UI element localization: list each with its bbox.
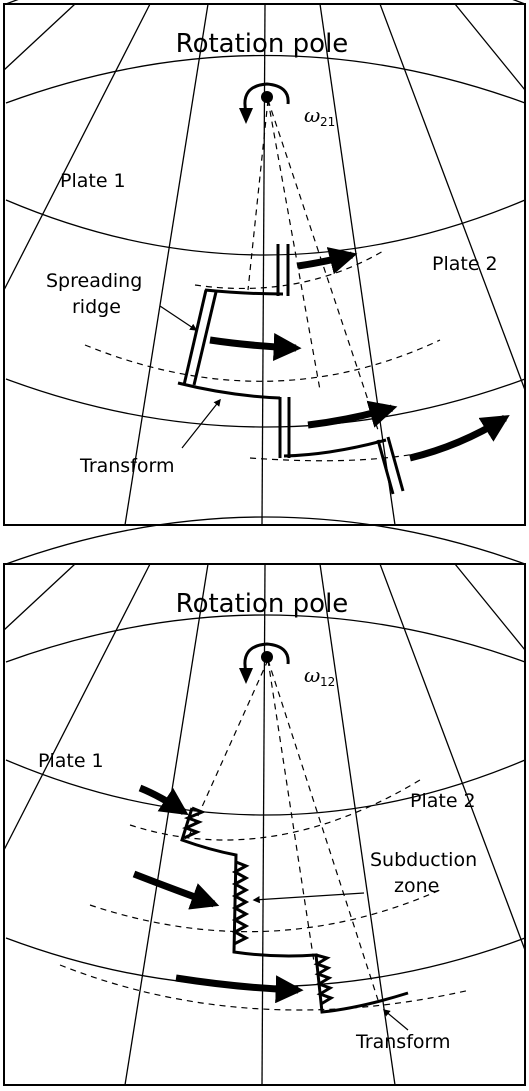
arrow-1 — [297, 247, 358, 275]
transform-pointer — [382, 1009, 409, 1031]
bottom-plate2-label: Plate 2 — [410, 790, 476, 812]
top-spreading-label-2: ridge — [72, 296, 121, 318]
arrow-1 — [138, 784, 189, 816]
top-motion-arrows — [209, 247, 510, 462]
bottom-motion-arrows — [132, 784, 304, 1004]
arrow-2 — [132, 870, 220, 910]
bottom-subduction-label-2: zone — [394, 875, 439, 897]
top-meridians — [3, 3, 526, 526]
top-latitude-lines — [5, 0, 526, 428]
bottom-latitude-lines — [5, 516, 526, 988]
transform-pointer — [181, 398, 221, 449]
bottom-rotation-pole — [239, 642, 290, 684]
bottom-omega-symbol: ω — [304, 663, 320, 687]
top-omega-subscript: 21 — [320, 115, 335, 129]
arrow-2 — [209, 333, 302, 362]
bottom-dashed-lines — [59, 659, 471, 1011]
bottom-plate-boundary — [180, 806, 409, 1014]
rotation-arrow-icon — [239, 668, 253, 684]
top-rotation-pole — [239, 82, 290, 124]
bottom-omega-subscript: 12 — [320, 675, 335, 689]
rotation-arrow-icon — [239, 108, 253, 124]
top-title: Rotation pole — [176, 29, 349, 59]
top-plate-boundary — [177, 244, 405, 495]
bottom-title: Rotation pole — [176, 589, 349, 619]
top-plate1-label: Plate 1 — [60, 170, 126, 192]
subduction-pointer — [252, 892, 365, 904]
bottom-panel: Rotation pole ω 12 Plate 1 Plate 2 Subdu… — [3, 516, 526, 1086]
main-spreading-ridge — [182, 289, 208, 386]
top-spreading-label-1: Spreading — [46, 270, 142, 292]
bottom-transform-label: Transform — [355, 1031, 451, 1053]
top-dashed-lines — [84, 99, 486, 462]
bottom-meridians — [3, 563, 526, 1086]
arrow-3 — [307, 400, 398, 429]
top-panel: Rotation pole ω 21 Plate 1 Plate 2 Sprea… — [3, 0, 526, 526]
boundary-line — [180, 807, 409, 1014]
arrow-3 — [175, 974, 304, 1004]
bottom-plate1-label: Plate 1 — [38, 750, 104, 772]
arrow-4 — [409, 415, 510, 462]
bottom-subduction-label-1: Subduction — [370, 849, 477, 871]
spreading-pointer — [159, 305, 198, 331]
top-plate2-label: Plate 2 — [432, 253, 498, 275]
top-omega-symbol: ω — [304, 103, 320, 127]
top-transform-label: Transform — [79, 455, 175, 477]
